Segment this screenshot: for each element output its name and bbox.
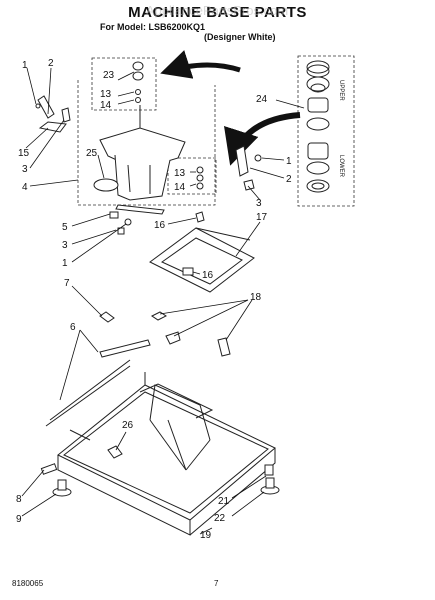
callout: 25 — [86, 148, 98, 159]
page-title: MACHINE BASE PARTS — [128, 4, 307, 21]
callout: 16 — [202, 270, 214, 281]
callout: 26 — [122, 420, 134, 431]
callout: 1 — [22, 60, 28, 71]
callout: 1 — [286, 156, 292, 167]
callout: 17 — [256, 212, 268, 223]
callout: 1 — [62, 258, 68, 269]
stud-parts-right — [196, 166, 204, 190]
callout: 4 — [22, 182, 28, 193]
callout: 13 — [174, 168, 186, 179]
callout: 3 — [62, 240, 68, 251]
right-bracket-parts — [235, 145, 262, 191]
leader-lines — [21, 67, 305, 535]
callout: 19 — [200, 530, 212, 541]
callout: 5 — [62, 222, 68, 233]
callout: 24 — [256, 94, 268, 105]
dashed-group-boxes — [77, 55, 355, 207]
callout: 6 — [70, 322, 76, 333]
callout: 14 — [174, 182, 186, 193]
gearcase-assembly — [93, 105, 186, 201]
upper-label: UPPER — [338, 80, 344, 101]
callout: 16 — [154, 220, 166, 231]
callout: 7 — [64, 278, 70, 289]
machine-base-frame — [45, 359, 276, 536]
callout: 22 — [214, 513, 226, 524]
curved-arrow-mid — [224, 112, 301, 166]
callout: 14 — [100, 100, 112, 111]
callout: 2 — [48, 58, 54, 69]
callout: 2 — [286, 174, 292, 185]
support-brackets — [99, 311, 231, 358]
callout: 13 — [100, 89, 112, 100]
doc-number: 8180065 — [12, 579, 44, 588]
callout: 15 — [18, 148, 30, 159]
bearing-parts — [306, 60, 330, 193]
stud-parts-upper — [132, 61, 144, 103]
callout: 9 — [16, 514, 22, 525]
callout: 8 — [16, 494, 22, 505]
motor-mount-plate — [149, 227, 255, 293]
color-line: (Designer White) — [204, 32, 276, 42]
callout: 23 — [103, 70, 115, 81]
left-bracket-parts — [35, 95, 71, 133]
callout-labels: 1 2 15 3 4 5 3 1 7 6 8 9 23 13 14 25 24 … — [16, 58, 292, 541]
callout: 18 — [250, 292, 262, 303]
page-number: 7 — [214, 579, 219, 588]
foot-parts — [40, 445, 280, 497]
clamp-parts — [109, 204, 205, 235]
callout: 3 — [256, 198, 262, 209]
curved-arrow-top — [160, 50, 241, 79]
callout: 3 — [22, 164, 28, 175]
callout: 21 — [218, 496, 230, 507]
model-line: For Model: LSB6200KQ1 — [100, 22, 206, 32]
lower-label: LOWER — [338, 155, 344, 178]
